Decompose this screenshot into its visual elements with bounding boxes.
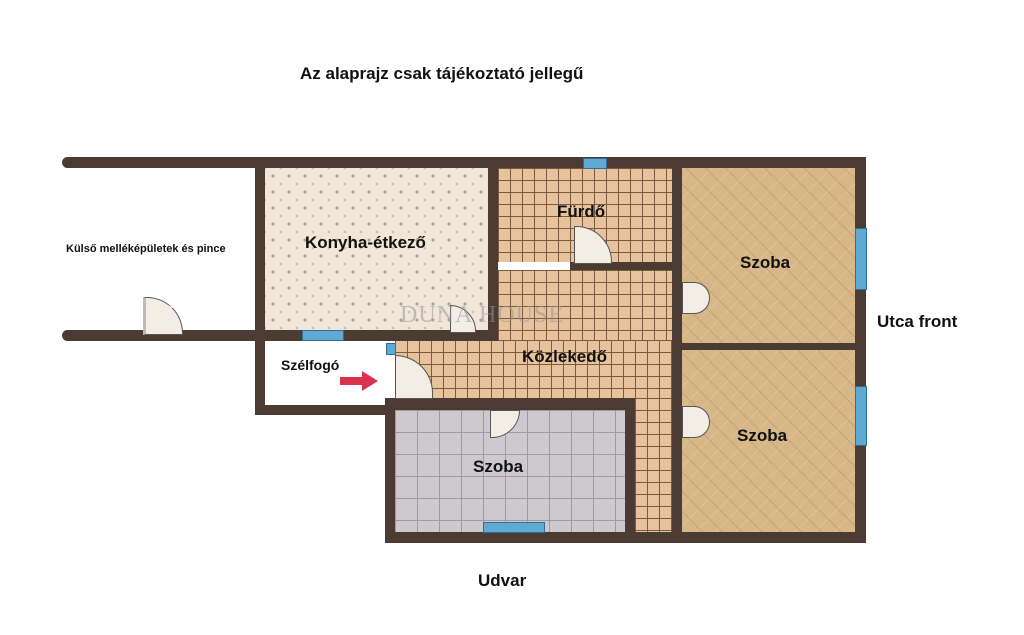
wall-rooms-divider xyxy=(682,343,862,350)
wall-east xyxy=(855,157,866,543)
window-room-small xyxy=(483,522,545,533)
corridor-floor-south xyxy=(635,398,672,532)
disclaimer-title: Az alaprajz csak tájékoztató jellegű xyxy=(300,64,584,83)
label-vestibule: Szélfogó xyxy=(281,357,340,373)
label-bathroom: Fürdő xyxy=(557,202,606,221)
wall-small-room-north xyxy=(385,398,635,410)
wall-west xyxy=(255,157,265,415)
wall-north xyxy=(62,157,866,168)
entry-arrow-icon xyxy=(340,371,378,391)
wall-small-room-east xyxy=(625,398,635,543)
label-corridor: Közlekedő xyxy=(522,347,608,366)
window-vestibule xyxy=(386,343,396,355)
label-room-bottom-right: Szoba xyxy=(737,426,788,445)
label-room-small: Szoba xyxy=(473,457,524,476)
window-room-bottom-right xyxy=(855,386,867,446)
label-kitchen: Konyha-étkező xyxy=(305,233,426,252)
label-yard: Udvar xyxy=(478,571,527,590)
window-room-top-right xyxy=(855,228,867,290)
window-kitchen xyxy=(302,330,344,341)
kitchen-floor xyxy=(265,168,489,330)
wall-vestibule-south xyxy=(255,405,395,415)
wall-bathroom-south xyxy=(570,262,682,270)
door-room-bottom-right[interactable] xyxy=(682,406,710,438)
corridor-floor-west xyxy=(395,340,672,398)
wall-small-room-west xyxy=(385,398,395,543)
wall-south xyxy=(385,532,866,543)
bathroom-floor xyxy=(498,168,672,262)
label-outbuildings: Külső melléképületek és pince xyxy=(66,243,226,255)
window-bathroom xyxy=(583,158,607,169)
wall-rooms-west xyxy=(672,168,682,543)
room-bottom-right-floor xyxy=(682,350,855,532)
room-top-right-floor xyxy=(682,168,855,343)
door-outbuildings[interactable] xyxy=(143,297,183,335)
door-room-top-right[interactable] xyxy=(682,282,710,314)
label-room-top-right: Szoba xyxy=(740,253,791,272)
wall-kitchen-south xyxy=(62,330,498,341)
label-street-front: Utca front xyxy=(877,312,958,331)
watermark-logo: DUNA HOUSE xyxy=(400,302,565,328)
wall-kitchen-east xyxy=(488,168,498,340)
